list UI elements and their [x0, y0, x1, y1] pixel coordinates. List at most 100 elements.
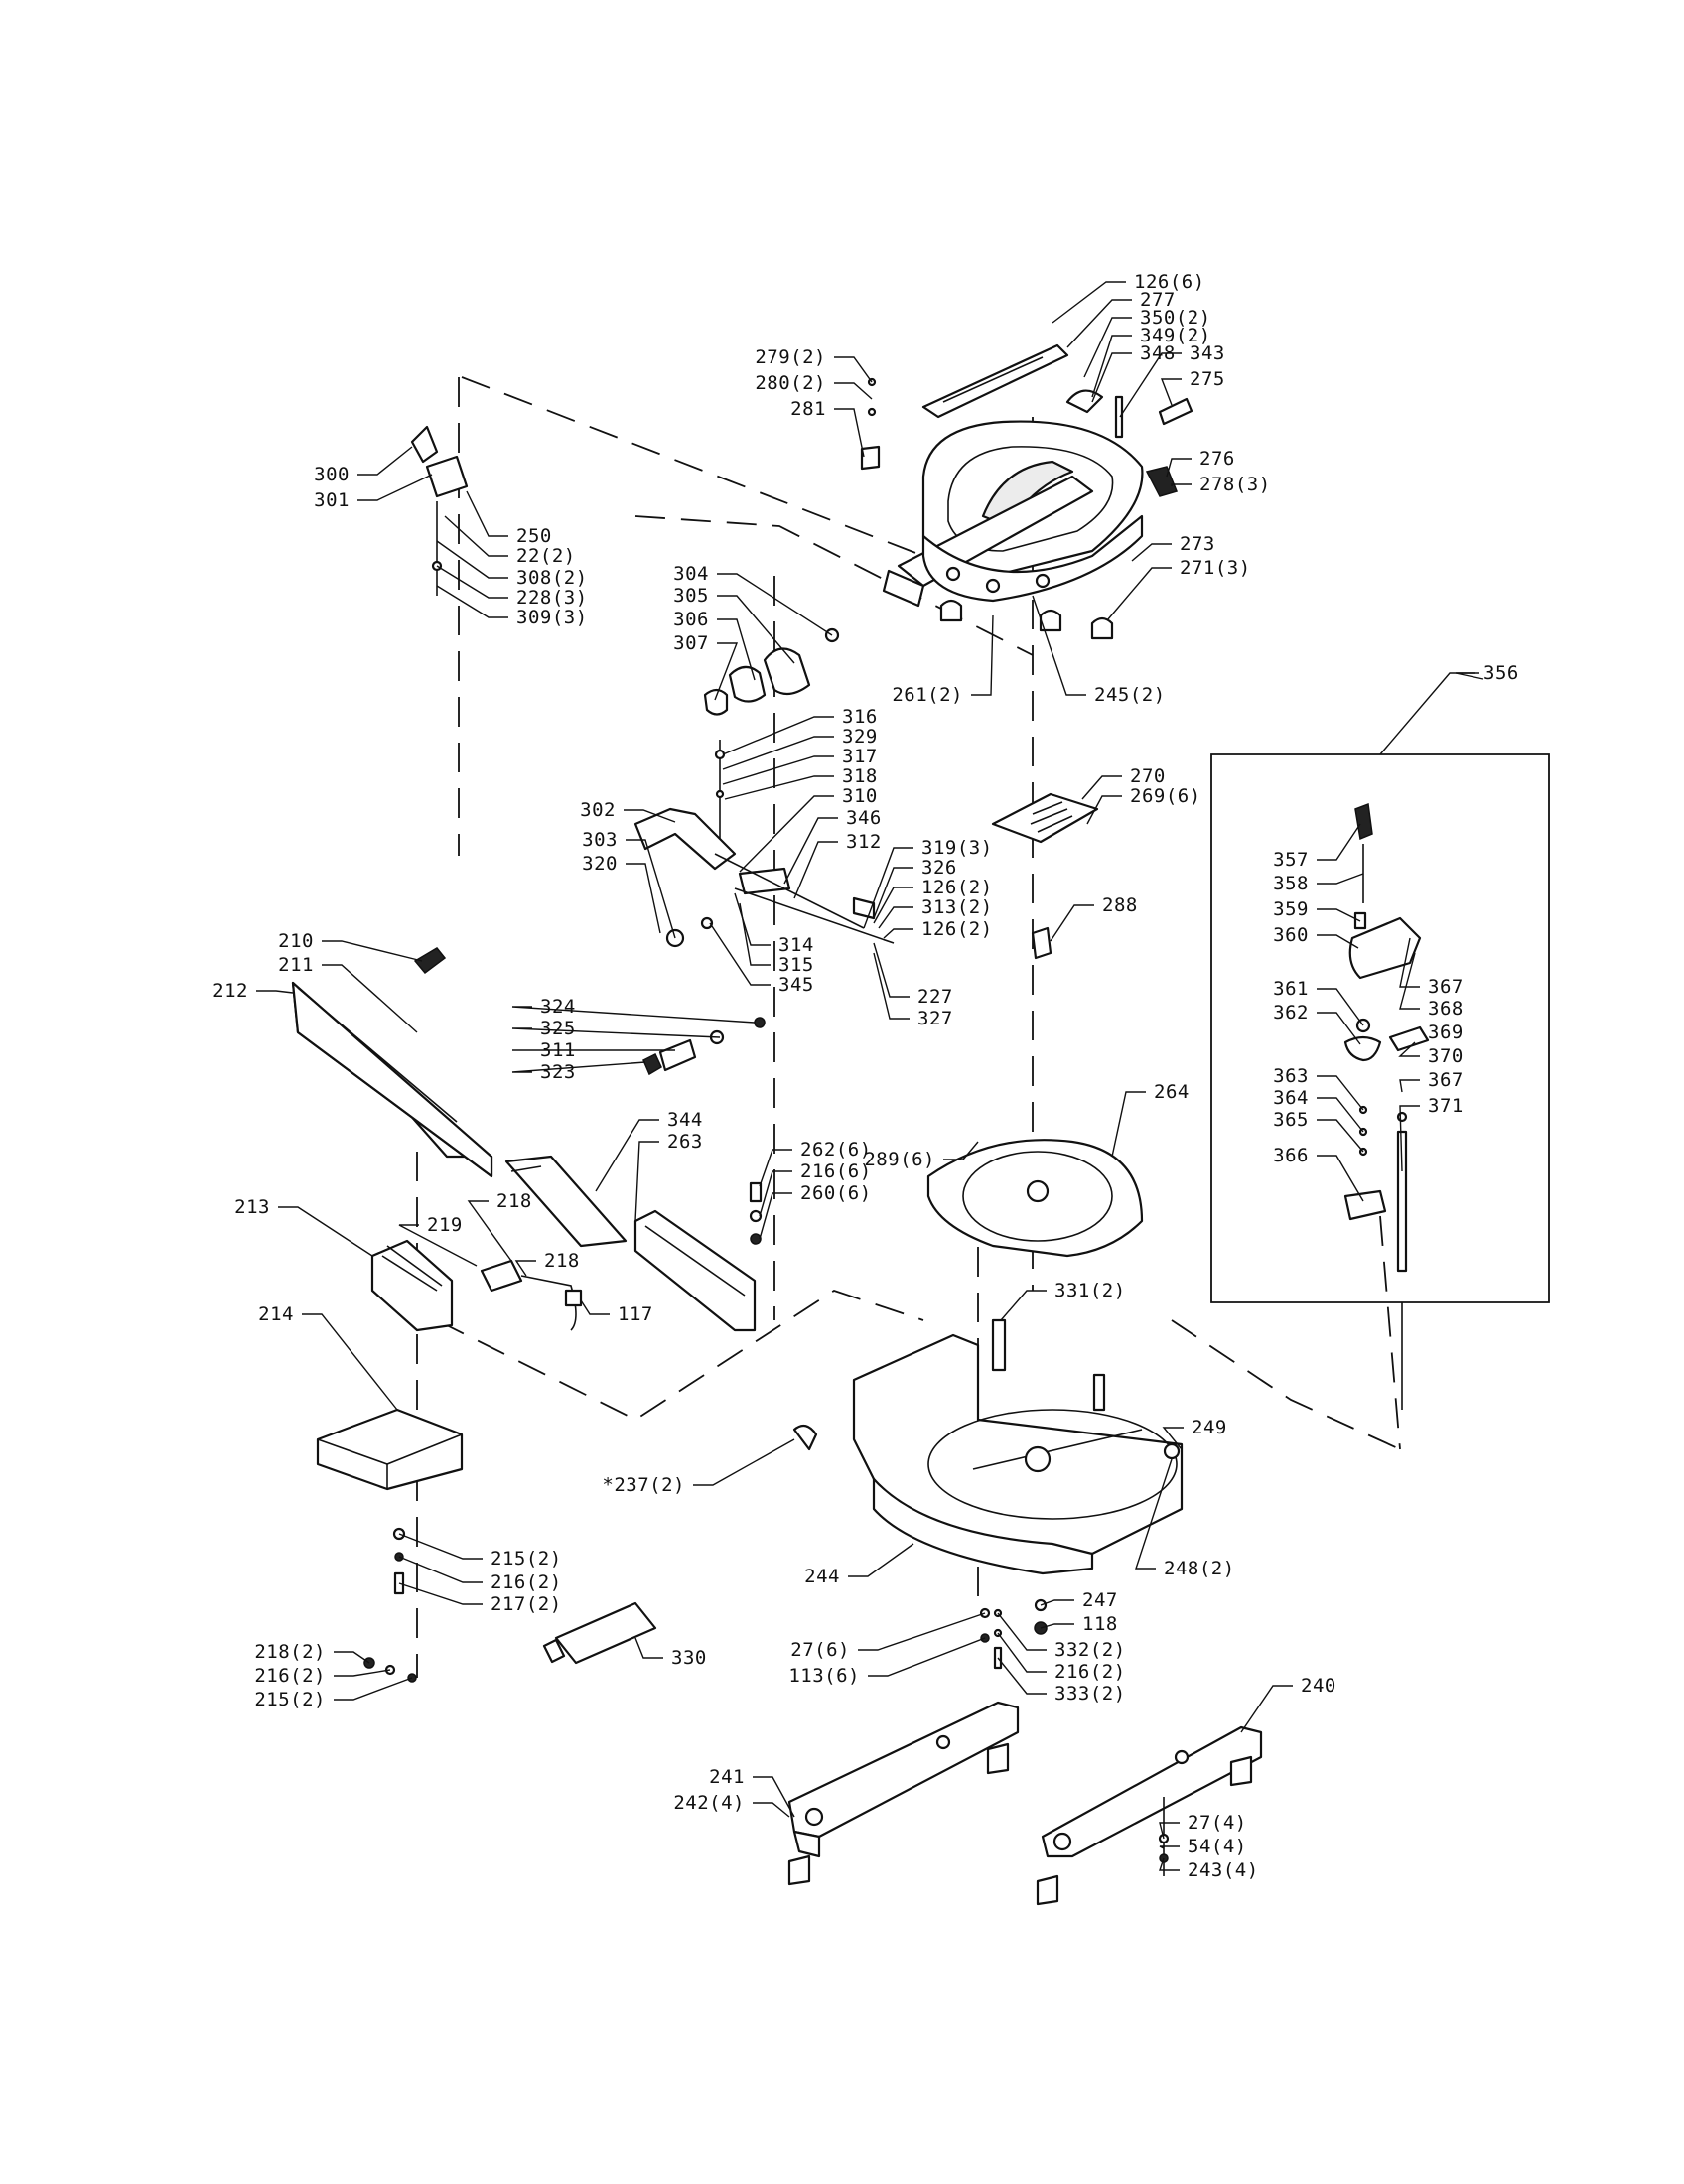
- leader-line: [943, 1141, 979, 1160]
- leader-line: [514, 1260, 536, 1277]
- part-label: 316: [842, 706, 878, 728]
- part-label: 271(3): [1180, 557, 1251, 579]
- part-label: 242(4): [673, 1792, 745, 1814]
- leader-line: [759, 1192, 792, 1240]
- leader-line: [997, 1632, 1047, 1673]
- part-label: 330: [671, 1647, 707, 1669]
- part-label: 281: [790, 398, 826, 420]
- leader-line: [1160, 378, 1182, 406]
- leader-line: [717, 573, 833, 636]
- leader-line: [436, 565, 508, 599]
- leader-line: [1399, 1079, 1420, 1093]
- leader-line: [1086, 795, 1122, 825]
- part-label: 211: [278, 954, 314, 976]
- leader-line: [626, 863, 661, 934]
- part-label: 371: [1428, 1095, 1464, 1117]
- leader-line: [466, 490, 508, 537]
- part-label: 215(2): [491, 1548, 562, 1570]
- throat-plate-264: [926, 1139, 1144, 1258]
- part-label: 113(6): [788, 1665, 860, 1687]
- part-label: 350(2): [1140, 307, 1211, 329]
- leader-line: [634, 1141, 659, 1222]
- leader-line: [1240, 1685, 1293, 1733]
- part-label: 307: [673, 632, 709, 654]
- part-label: 227: [917, 986, 953, 1008]
- part-label: 278(3): [1199, 474, 1271, 495]
- part-label: 301: [314, 489, 350, 511]
- part-label: 213: [234, 1196, 270, 1218]
- part-label: 366: [1273, 1145, 1309, 1166]
- leader-line: [436, 585, 508, 618]
- part-label: 279(2): [755, 346, 826, 368]
- part-label: 308(2): [516, 567, 588, 589]
- part-label: 218: [544, 1250, 580, 1272]
- leader-line: [634, 1637, 663, 1659]
- part-label: 363: [1273, 1065, 1309, 1087]
- leader-line: [511, 1006, 756, 1024]
- part-label: 269(6): [1130, 785, 1201, 807]
- leader-line: [724, 775, 834, 800]
- base-244: [792, 1318, 1184, 1635]
- tube-330: [542, 1601, 657, 1665]
- upper-table-assembly: [860, 343, 1193, 640]
- part-label: 270: [1130, 765, 1166, 787]
- part-label: 325: [540, 1018, 576, 1039]
- part-label: 343: [1190, 342, 1225, 364]
- leader-line: [1000, 1290, 1047, 1321]
- cover-plate-277: [921, 343, 1069, 419]
- leader-line: [878, 906, 913, 929]
- part-label: 302: [580, 799, 616, 821]
- part-label: 260(6): [800, 1182, 872, 1204]
- leader-line: [1317, 823, 1361, 861]
- part-label: 368: [1428, 998, 1464, 1020]
- leader-line: [1399, 937, 1420, 988]
- leader-line: [1135, 1458, 1173, 1570]
- leader-line: [624, 809, 676, 823]
- part-label: 305: [673, 585, 709, 607]
- part-label: 323: [540, 1061, 576, 1083]
- leader-line: [873, 887, 913, 924]
- part-label: 243(4): [1188, 1859, 1259, 1881]
- extension-213: [370, 1239, 454, 1332]
- part-label: 216(2): [491, 1571, 562, 1593]
- leader-line: [734, 892, 771, 946]
- leader-line: [1159, 1857, 1180, 1871]
- part-label: 54(4): [1188, 1836, 1247, 1857]
- leader-line: [1091, 352, 1132, 403]
- part-label: 317: [842, 746, 878, 767]
- part-label: 303: [582, 829, 618, 851]
- part-label: 311: [540, 1039, 576, 1061]
- part-label: 331(2): [1054, 1280, 1126, 1301]
- leader-line: [1159, 1822, 1180, 1840]
- part-237: [792, 1424, 818, 1451]
- part-label: 126(2): [921, 918, 993, 940]
- leader-line: [868, 1637, 986, 1677]
- part-label: 288: [1102, 894, 1138, 916]
- leader-line: [444, 515, 508, 557]
- part-label: 249: [1192, 1417, 1227, 1438]
- leg-241: [787, 1701, 1020, 1886]
- leader-line: [398, 1556, 483, 1583]
- part-label: 264: [1154, 1081, 1190, 1103]
- fence-212: [291, 947, 628, 1248]
- part-label: 228(3): [516, 587, 588, 609]
- part-label: 250: [516, 525, 552, 547]
- part-label: 359: [1273, 898, 1309, 920]
- part-label: 216(2): [1054, 1661, 1126, 1683]
- part-label: 27(4): [1188, 1812, 1247, 1834]
- leader-line: [580, 1299, 610, 1315]
- part-label: 306: [673, 609, 709, 630]
- leader-line: [1106, 567, 1172, 621]
- part-label: 240: [1301, 1675, 1336, 1697]
- part-label: 333(2): [1054, 1683, 1126, 1705]
- fasteners-215-217: [363, 1527, 417, 1683]
- part-label: 324: [540, 996, 576, 1018]
- part-label: 346: [846, 807, 882, 829]
- extension-block-214: [316, 1408, 464, 1491]
- rod-371: [1396, 1130, 1408, 1273]
- leader-line: [1111, 1091, 1146, 1158]
- leader-line: [511, 1061, 646, 1073]
- leader-line: [1455, 672, 1484, 680]
- part-label: 241: [709, 1766, 745, 1788]
